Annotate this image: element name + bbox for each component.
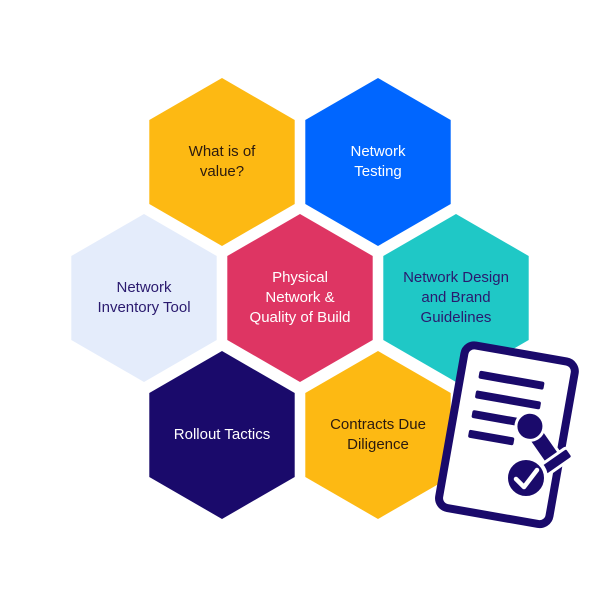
hexagon-shape — [149, 78, 295, 246]
hexagon-layer: What is ofvalue?NetworkTestingNetworkInv… — [71, 78, 529, 519]
check-badge-circle — [504, 456, 548, 500]
stamp-knob — [514, 410, 546, 442]
hexagon-label: Network & — [265, 289, 334, 306]
hexagon-label: Contracts Due — [330, 416, 426, 433]
hexagon-rollout-tactics: Rollout Tactics — [149, 351, 295, 519]
hexagon-label: What is of — [189, 143, 257, 160]
stamp-icon — [514, 410, 574, 478]
hexagon-label: Inventory Tool — [97, 299, 190, 316]
hexagon-what-is-of-value: What is of value? — [149, 78, 295, 246]
document-text-line — [468, 429, 515, 446]
hexagon-label: Network — [350, 143, 406, 160]
document-paper — [435, 341, 579, 529]
document-icon — [435, 341, 579, 529]
hexagon-label: and Brand — [421, 289, 490, 306]
check-mark — [513, 467, 540, 490]
document-text-line — [475, 390, 541, 410]
hexagon-label: value? — [200, 163, 244, 180]
hexagon-shape — [305, 78, 451, 246]
check-badge-icon — [504, 456, 548, 500]
hexagon-shape — [383, 214, 529, 382]
hexagon-shape — [305, 351, 451, 519]
hexagon-label: Diligence — [347, 436, 409, 453]
document-text-line — [478, 370, 545, 390]
hexagon-shape — [149, 351, 295, 519]
hexagon-shape — [227, 214, 373, 382]
hexagon-label: Quality of Build — [250, 309, 351, 326]
hexagon-label: Network Design — [403, 269, 509, 286]
hexagon-label: Network — [116, 279, 172, 296]
hexagon-label: Rollout Tactics — [174, 426, 270, 443]
hexagon-label: Physical — [272, 269, 328, 286]
hexagon-label: Testing — [354, 163, 402, 180]
document-stamp-icon — [435, 341, 579, 529]
hexagon-shape — [71, 214, 217, 382]
hexagon-label: Guidelines — [421, 309, 492, 326]
